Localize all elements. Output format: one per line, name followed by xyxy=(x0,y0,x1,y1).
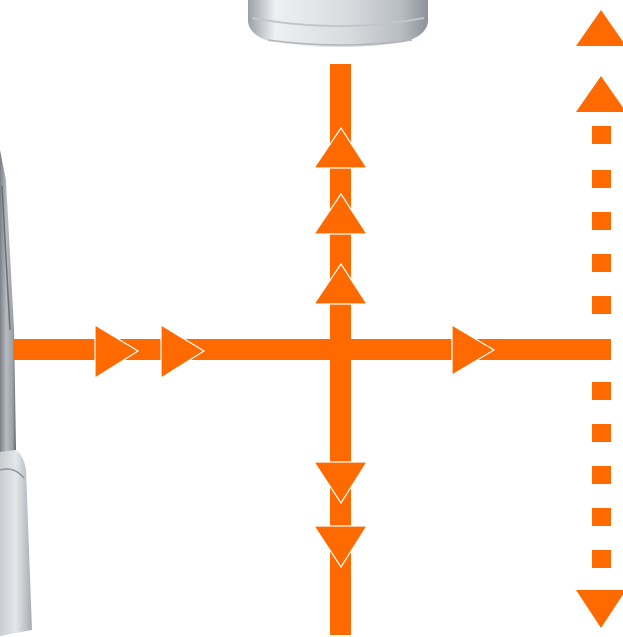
dash-segment xyxy=(592,212,611,230)
down-arrowhead-2 xyxy=(312,525,369,569)
dash-segment xyxy=(592,466,611,484)
dash-segment xyxy=(592,296,611,314)
dash-segment xyxy=(592,508,611,526)
right-arrowheads xyxy=(94,323,496,380)
up-arrowhead-2 xyxy=(312,192,369,235)
dash-segment xyxy=(592,254,611,272)
up-arrowhead-1 xyxy=(312,126,369,169)
tube-device xyxy=(0,150,32,636)
dash-segment xyxy=(592,424,611,442)
right-arrowhead-1 xyxy=(94,323,140,380)
dashed-top-arrowhead-2 xyxy=(576,76,623,112)
down-arrowheads xyxy=(312,461,369,569)
up-arrowheads xyxy=(312,126,369,305)
dash-segment xyxy=(592,382,611,400)
dash-segment xyxy=(592,170,611,188)
dashed-double-arrow-line xyxy=(576,10,623,628)
dashed-top-arrowhead-1 xyxy=(576,10,623,46)
dashed-bottom-arrowhead xyxy=(576,590,623,628)
right-arrowhead-2 xyxy=(160,323,206,380)
dash-segment xyxy=(592,550,611,568)
light-source-device xyxy=(248,0,428,47)
down-arrowhead-1 xyxy=(312,461,369,505)
up-arrowhead-3 xyxy=(312,262,369,305)
dash-segment xyxy=(592,126,611,144)
right-arrowhead-3 xyxy=(451,323,496,377)
